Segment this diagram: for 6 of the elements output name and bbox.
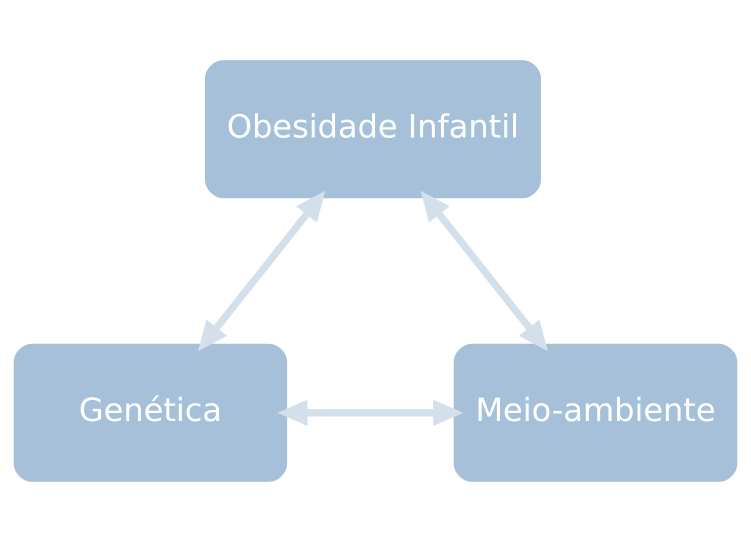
node-box: Genética	[14, 343, 288, 482]
node-box: Obesidade Infantil	[204, 60, 541, 198]
arrow	[277, 399, 464, 426]
arrow	[420, 190, 548, 351]
node-box: Meio-ambiente	[454, 343, 738, 482]
arrow	[198, 190, 326, 351]
